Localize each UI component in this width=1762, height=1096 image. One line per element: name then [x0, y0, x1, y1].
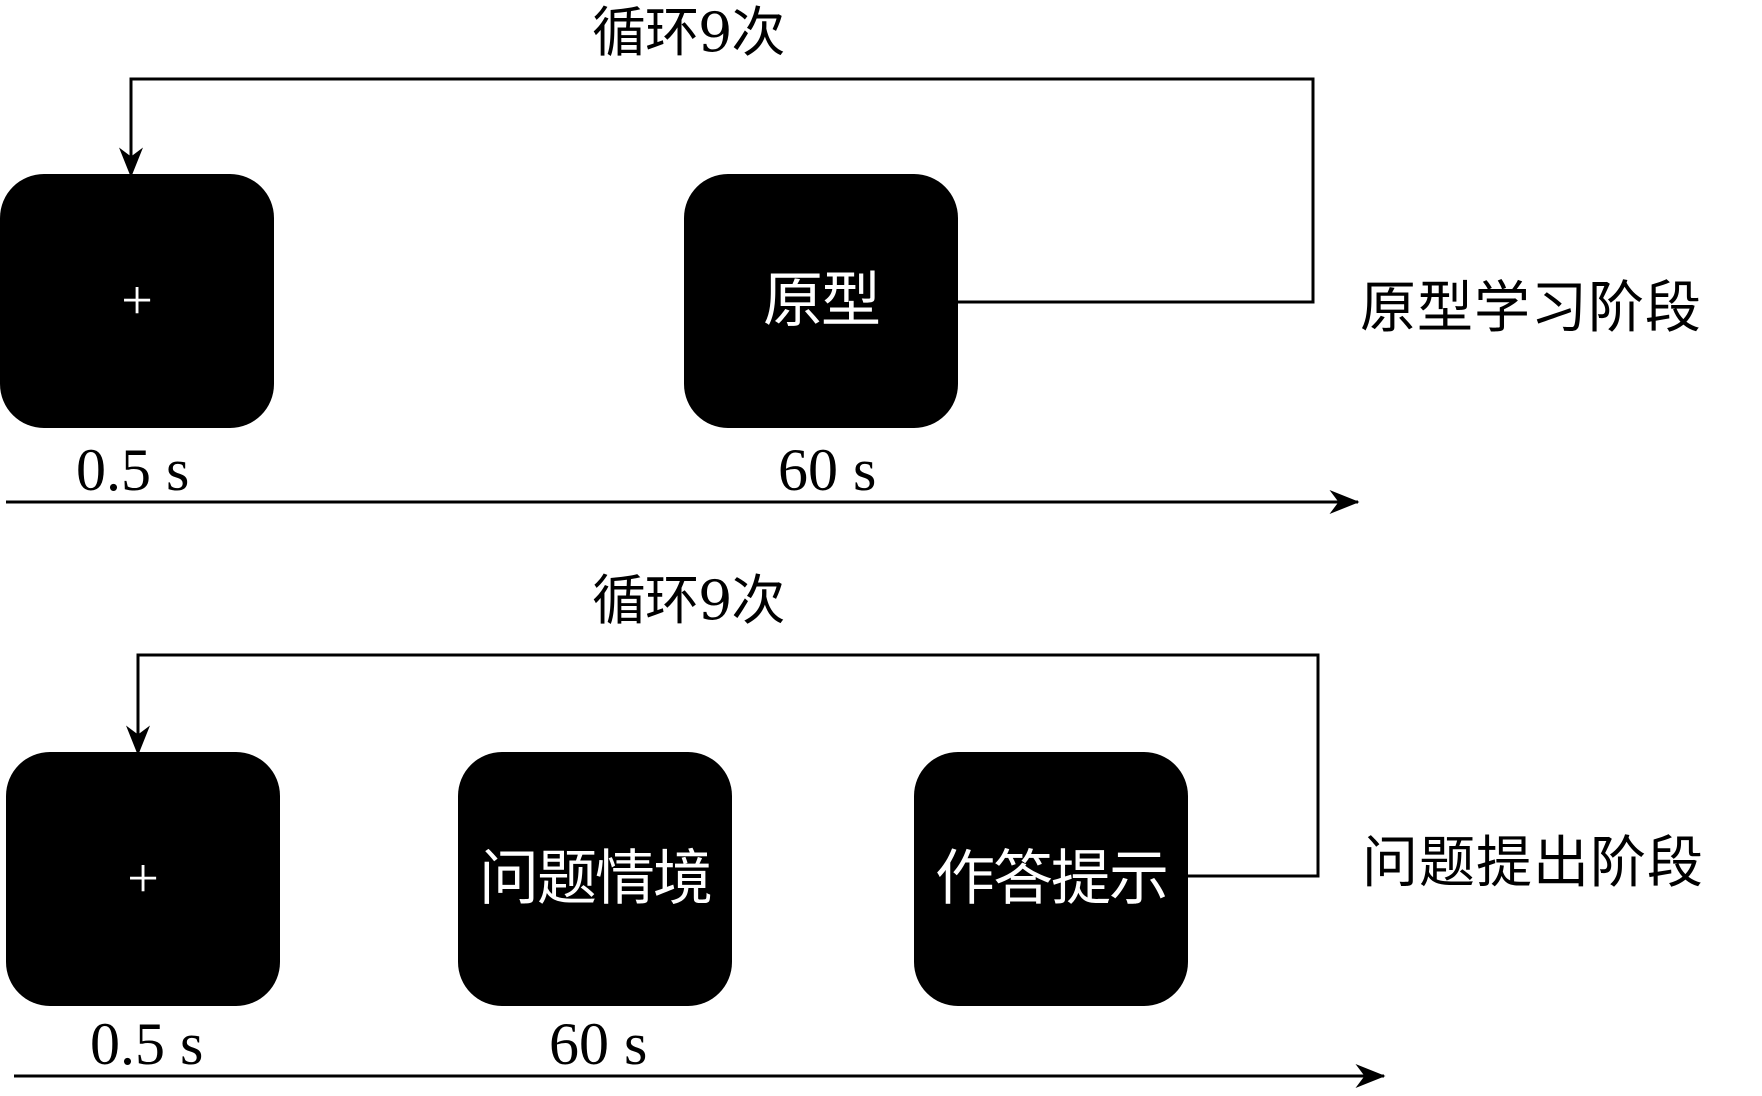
phase1-loop-line — [119, 77, 1315, 304]
phase1-fixation-box: + — [0, 174, 274, 428]
phase2-situation-box: 问题情境 — [458, 752, 732, 1006]
phase2-prompt-box: 作答提示 — [914, 752, 1188, 1006]
phase2-fixation-duration: 0.5 s — [90, 1011, 204, 1077]
phase2-loop-line — [126, 653, 1320, 878]
phase2-prompt-text: 作答提示 — [935, 844, 1169, 914]
phase2-situation-duration: 60 s — [549, 1011, 648, 1077]
phase1-loop-label: 循环9次 — [592, 1, 785, 64]
phase2-name: 问题提出阶段 — [1362, 831, 1704, 896]
phase1-prototype-box: 原型 — [684, 174, 958, 428]
fixation-cross-icon: + — [127, 848, 159, 910]
fixation-cross-icon: + — [121, 270, 153, 332]
phase1-fixation-duration: 0.5 s — [76, 437, 190, 503]
phase2-fixation-box: + — [6, 752, 280, 1006]
phase2-loop-label: 循环9次 — [592, 569, 785, 632]
phase1-name: 原型学习阶段 — [1360, 276, 1702, 341]
phase2-situation-text: 问题情境 — [479, 844, 713, 914]
phase1-prototype-duration: 60 s — [778, 437, 877, 503]
phase1-prototype-text: 原型 — [763, 266, 881, 336]
